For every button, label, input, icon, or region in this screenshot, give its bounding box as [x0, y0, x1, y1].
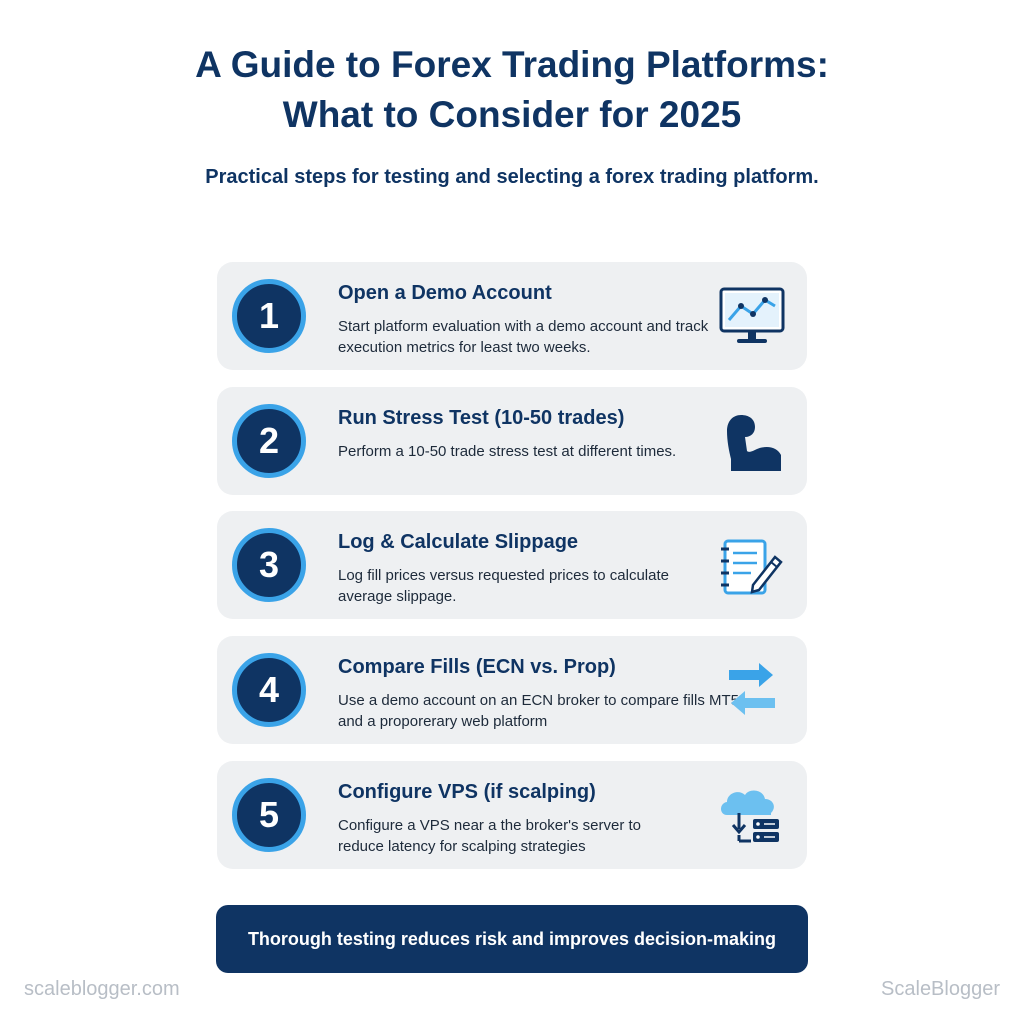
- step-number-badge: 5: [232, 778, 306, 852]
- flexed-arm-icon: [727, 415, 781, 471]
- conclusion-banner-text: Thorough testing reduces risk and improv…: [247, 928, 777, 949]
- conclusion-banner: Thorough testing reduces risk and improv…: [216, 905, 808, 973]
- step-card-4: 4 Compare Fills (ECN vs. Prop) Use a dem…: [217, 636, 807, 744]
- step-card-3: 3 Log & Calculate Slippage Log fill pric…: [217, 511, 807, 619]
- step-description: Use a demo account on an ECN broker to c…: [338, 692, 740, 730]
- step-description: Configure a VPS near a the broker's serv…: [338, 817, 642, 855]
- step-card-1: 1 Open a Demo Account Start platform eva…: [217, 262, 807, 370]
- step-card-5: 5 Configure VPS (if scalping) Configure …: [217, 761, 807, 869]
- watermark-right: ScaleBlogger: [881, 978, 1000, 1000]
- step-title: Compare Fills (ECN vs. Prop): [338, 656, 616, 678]
- step-number-badge: 2: [232, 404, 306, 478]
- step-title: Log & Calculate Slippage: [338, 531, 579, 553]
- cloud-server-icon: [721, 790, 779, 843]
- page-title: A Guide to Forex Trading Platforms: What…: [0, 40, 1024, 140]
- page-title-line-2: What to Consider for 2025: [282, 94, 742, 135]
- watermark-left: scaleblogger.com: [24, 978, 180, 1000]
- step-title: Run Stress Test (10-50 trades): [338, 407, 625, 429]
- step-title: Open a Demo Account: [338, 282, 552, 304]
- monitor-chart-icon: [719, 287, 785, 343]
- swap-arrows-icon: [729, 663, 775, 715]
- step-description: Log fill prices versus requested prices …: [338, 567, 669, 605]
- step-description: Perform a 10-50 trade stress test at dif…: [338, 443, 677, 460]
- notepad-pencil-icon: [721, 539, 783, 595]
- step-card-2: 2 Run Stress Test (10-50 trades) Perform…: [217, 387, 807, 495]
- step-title: Configure VPS (if scalping): [338, 781, 596, 803]
- step-number-badge: 4: [232, 653, 306, 727]
- step-number-badge: 3: [232, 528, 306, 602]
- step-number-badge: 1: [232, 279, 306, 353]
- page-subtitle: Practical steps for testing and selectin…: [205, 166, 819, 188]
- step-description: Start platform evaluation with a demo ac…: [338, 318, 709, 356]
- page-title-line-1: A Guide to Forex Trading Platforms:: [195, 44, 829, 85]
